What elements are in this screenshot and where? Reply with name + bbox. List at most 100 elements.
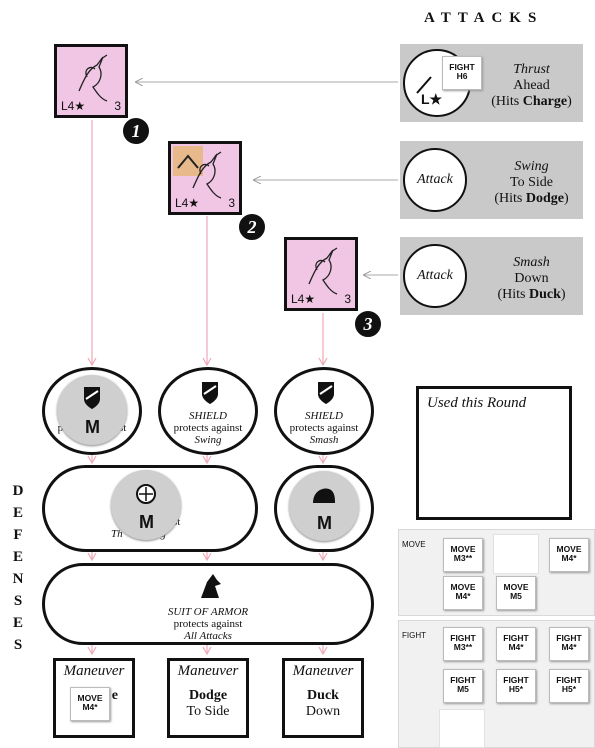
chevron-marker-icon [173, 146, 203, 176]
helmet-line2: st [173, 516, 181, 528]
shield-label: SHIELD [305, 410, 343, 422]
armor-text: SUIT OF ARMOR protects against All Attac… [45, 606, 371, 642]
maneuver-charge[interactable]: Maneuver e MOVE M4* [53, 658, 135, 738]
knight-chit-2[interactable]: L4★ 3 [168, 141, 242, 215]
shield-defense-2[interactable]: SHIELD protects against Swing [158, 367, 258, 455]
shield-text: SHIELD protects against Swing [161, 410, 255, 446]
step-badge-2: 2 [237, 212, 267, 242]
maneuver-dodge[interactable]: Maneuver Dodge To Side [167, 658, 249, 738]
shield-icon [318, 382, 334, 404]
attack-smash[interactable]: Attack Smash Down (Hits Duck) [400, 237, 583, 315]
maneuver-title: Maneuver [63, 663, 125, 679]
attacks-title: ATTACKS [424, 10, 544, 26]
move-slot[interactable] [493, 534, 539, 574]
shield-defense-1[interactable]: protects against M [42, 367, 142, 455]
maneuver-line1-text: e [111, 688, 118, 703]
chit-level: L4★ [291, 292, 316, 306]
attack-name: Thrust [513, 62, 550, 77]
shield-text: SHIELD protects against Smash [277, 410, 371, 446]
chip-line2: M4* [455, 591, 471, 601]
step-badge-3: 3 [353, 309, 383, 339]
chit-level: L4★ [61, 99, 86, 113]
knight-chit-1[interactable]: L4★ 3 [54, 44, 128, 118]
defenses-letter: S [13, 637, 23, 653]
chip-line1: FIGHT [503, 633, 529, 643]
move-chip-m4[interactable]: MOVE M4* [70, 687, 110, 721]
helmet-defense-2[interactable]: M [274, 465, 374, 552]
attack-circle[interactable]: Attack [403, 148, 467, 212]
fight-slot[interactable] [439, 709, 485, 748]
maneuver-duck[interactable]: Maneuver Duck Down [282, 658, 364, 738]
hits-suffix: ) [563, 191, 569, 206]
armor-icon [201, 574, 221, 598]
chip-line1: FIGHT [503, 675, 529, 685]
maneuver-line1: e [56, 688, 132, 704]
armor-against: All Attacks [184, 630, 232, 642]
defenses-letter: E [12, 549, 23, 565]
defenses-letter: F [13, 527, 23, 543]
attack-circle[interactable]: Attack [403, 244, 467, 308]
shield-icon [202, 382, 218, 404]
lance-icon [416, 76, 432, 94]
attack-text: Smash Down (Hits Duck) [480, 255, 583, 303]
chip-line1: MOVE [77, 693, 103, 703]
knight-icon [308, 247, 338, 295]
chip-line1: FIGHT [450, 633, 476, 643]
chit-number: 3 [228, 196, 235, 210]
shield-defense-3[interactable]: SHIELD protects against Smash [274, 367, 374, 455]
helmet-counter[interactable]: M [111, 470, 181, 540]
shield-protects: protects against [289, 422, 359, 434]
shield-counter[interactable]: M [57, 375, 127, 445]
maneuver-title: Maneuver [292, 663, 354, 679]
fight-panel-label: FIGHT [402, 631, 426, 640]
attack-swing[interactable]: Attack Swing To Side (Hits Dodge) [400, 141, 583, 219]
chip-line1: FIGHT [450, 675, 476, 685]
armor-protects: protects against [173, 618, 243, 630]
attack-name: Swing [514, 159, 549, 174]
chip-line2: M3** [453, 553, 473, 563]
chit-level: L4★ [175, 196, 200, 210]
maneuver-line2: To Side [186, 704, 230, 719]
armor-defense[interactable]: SUIT OF ARMOR protects against All Attac… [42, 563, 374, 645]
hits-target: Charge [522, 94, 568, 109]
helmet-counter[interactable]: M [289, 471, 359, 541]
maneuver-line1: Dodge [188, 688, 228, 703]
chip-line2: H5* [561, 684, 577, 694]
attack-direction: Ahead [513, 78, 550, 93]
chip-line2: M4* [561, 553, 577, 563]
attack-thrust[interactable]: L★ FIGHT H6 Thrust Ahead (Hits Charge) [400, 44, 583, 122]
used-this-round-box[interactable]: Used this Round [416, 386, 572, 520]
maneuver-line2: Down [305, 704, 341, 719]
chip-line1: MOVE [503, 582, 529, 592]
hits-suffix: ) [560, 287, 566, 302]
chip-line2: M4* [508, 642, 524, 652]
knight-icon [78, 54, 108, 102]
hits-prefix: (Hits [491, 94, 523, 109]
knight-chit-3[interactable]: L4★ 3 [284, 237, 358, 311]
attack-text: Thrust Ahead (Hits Charge) [480, 62, 583, 110]
chip-line1: MOVE [450, 582, 476, 592]
shield-label: SHIELD [189, 410, 227, 422]
hits-prefix: (Hits [494, 191, 526, 206]
hits-prefix: (Hits [497, 287, 529, 302]
fight-chip-h6[interactable]: FIGHT H6 [442, 56, 482, 90]
helmet-defense-1[interactable]: E st Th wing M [42, 465, 258, 552]
hits-target: Dodge [525, 191, 564, 206]
chip-line2: M5 [457, 684, 469, 694]
chip-line2: M4* [561, 642, 577, 652]
defenses-letter: N [12, 571, 24, 587]
chip-line2: M5 [510, 591, 522, 601]
